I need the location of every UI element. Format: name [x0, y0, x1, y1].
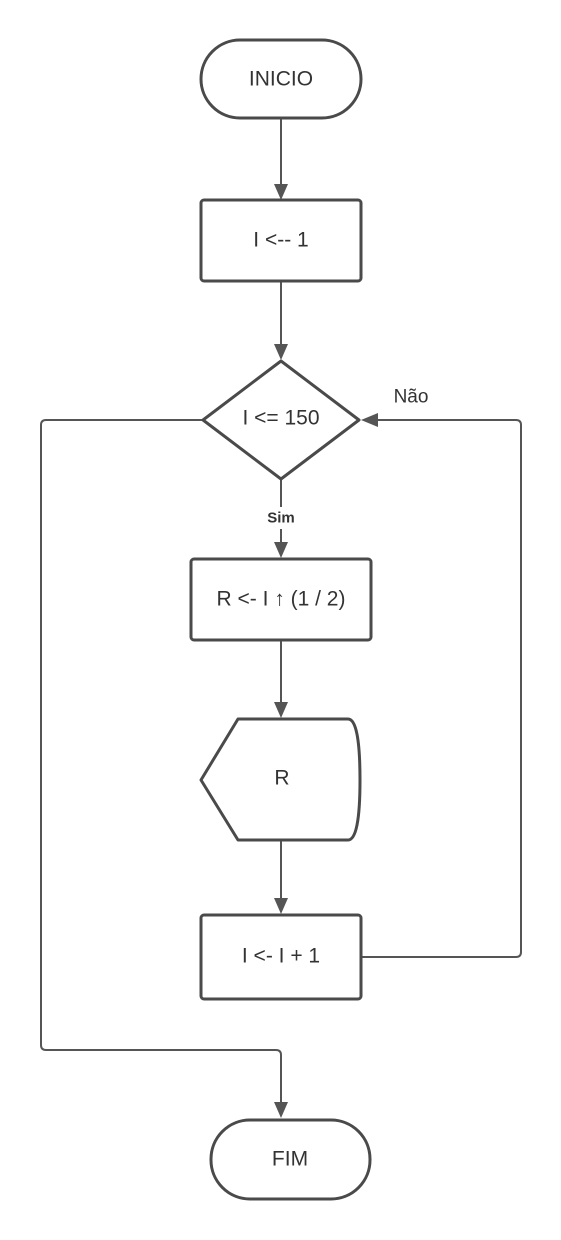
start-terminator: INICIO [199, 38, 363, 120]
yes-label-background [262, 507, 300, 529]
decision-label: I <= 150 [242, 407, 319, 430]
yes-edge-label: Sim [267, 510, 295, 527]
compute-shape [189, 557, 373, 642]
compute-label: R <- I ↑ (1 / 2) [217, 588, 346, 611]
edge-decision-exit [40, 419, 282, 1104]
compute-process: R <- I ↑ (1 / 2) [189, 557, 373, 642]
end-shape [209, 1118, 372, 1201]
display-shape [199, 717, 362, 842]
display-label: R [274, 767, 289, 790]
arrowhead-compute [274, 542, 288, 558]
edge-loop-back-no [361, 419, 522, 958]
decision-node: I <= 150 [201, 359, 361, 481]
arrowhead-increment [274, 898, 288, 914]
increment-label: I <- I + 1 [242, 945, 320, 968]
start-shape [199, 38, 363, 120]
increment-shape [199, 913, 363, 1001]
end-terminator: FIM [209, 1118, 372, 1201]
init-process: I <-- 1 [199, 198, 363, 283]
increment-process: I <- I + 1 [199, 913, 363, 1001]
arrowhead-end [274, 1102, 288, 1118]
display-node: R [199, 717, 362, 842]
init-label: I <-- 1 [253, 229, 308, 252]
decision-shape [201, 359, 361, 481]
no-edge-label: Não [394, 387, 429, 408]
edges [40, 118, 522, 1118]
arrowhead-display [274, 702, 288, 718]
init-shape [199, 198, 363, 283]
start-label: INICIO [249, 68, 313, 91]
arrowhead-loop-back [361, 413, 378, 427]
arrowhead-decision [274, 344, 288, 360]
arrowhead-init [274, 184, 288, 200]
end-label: FIM [272, 1148, 308, 1171]
